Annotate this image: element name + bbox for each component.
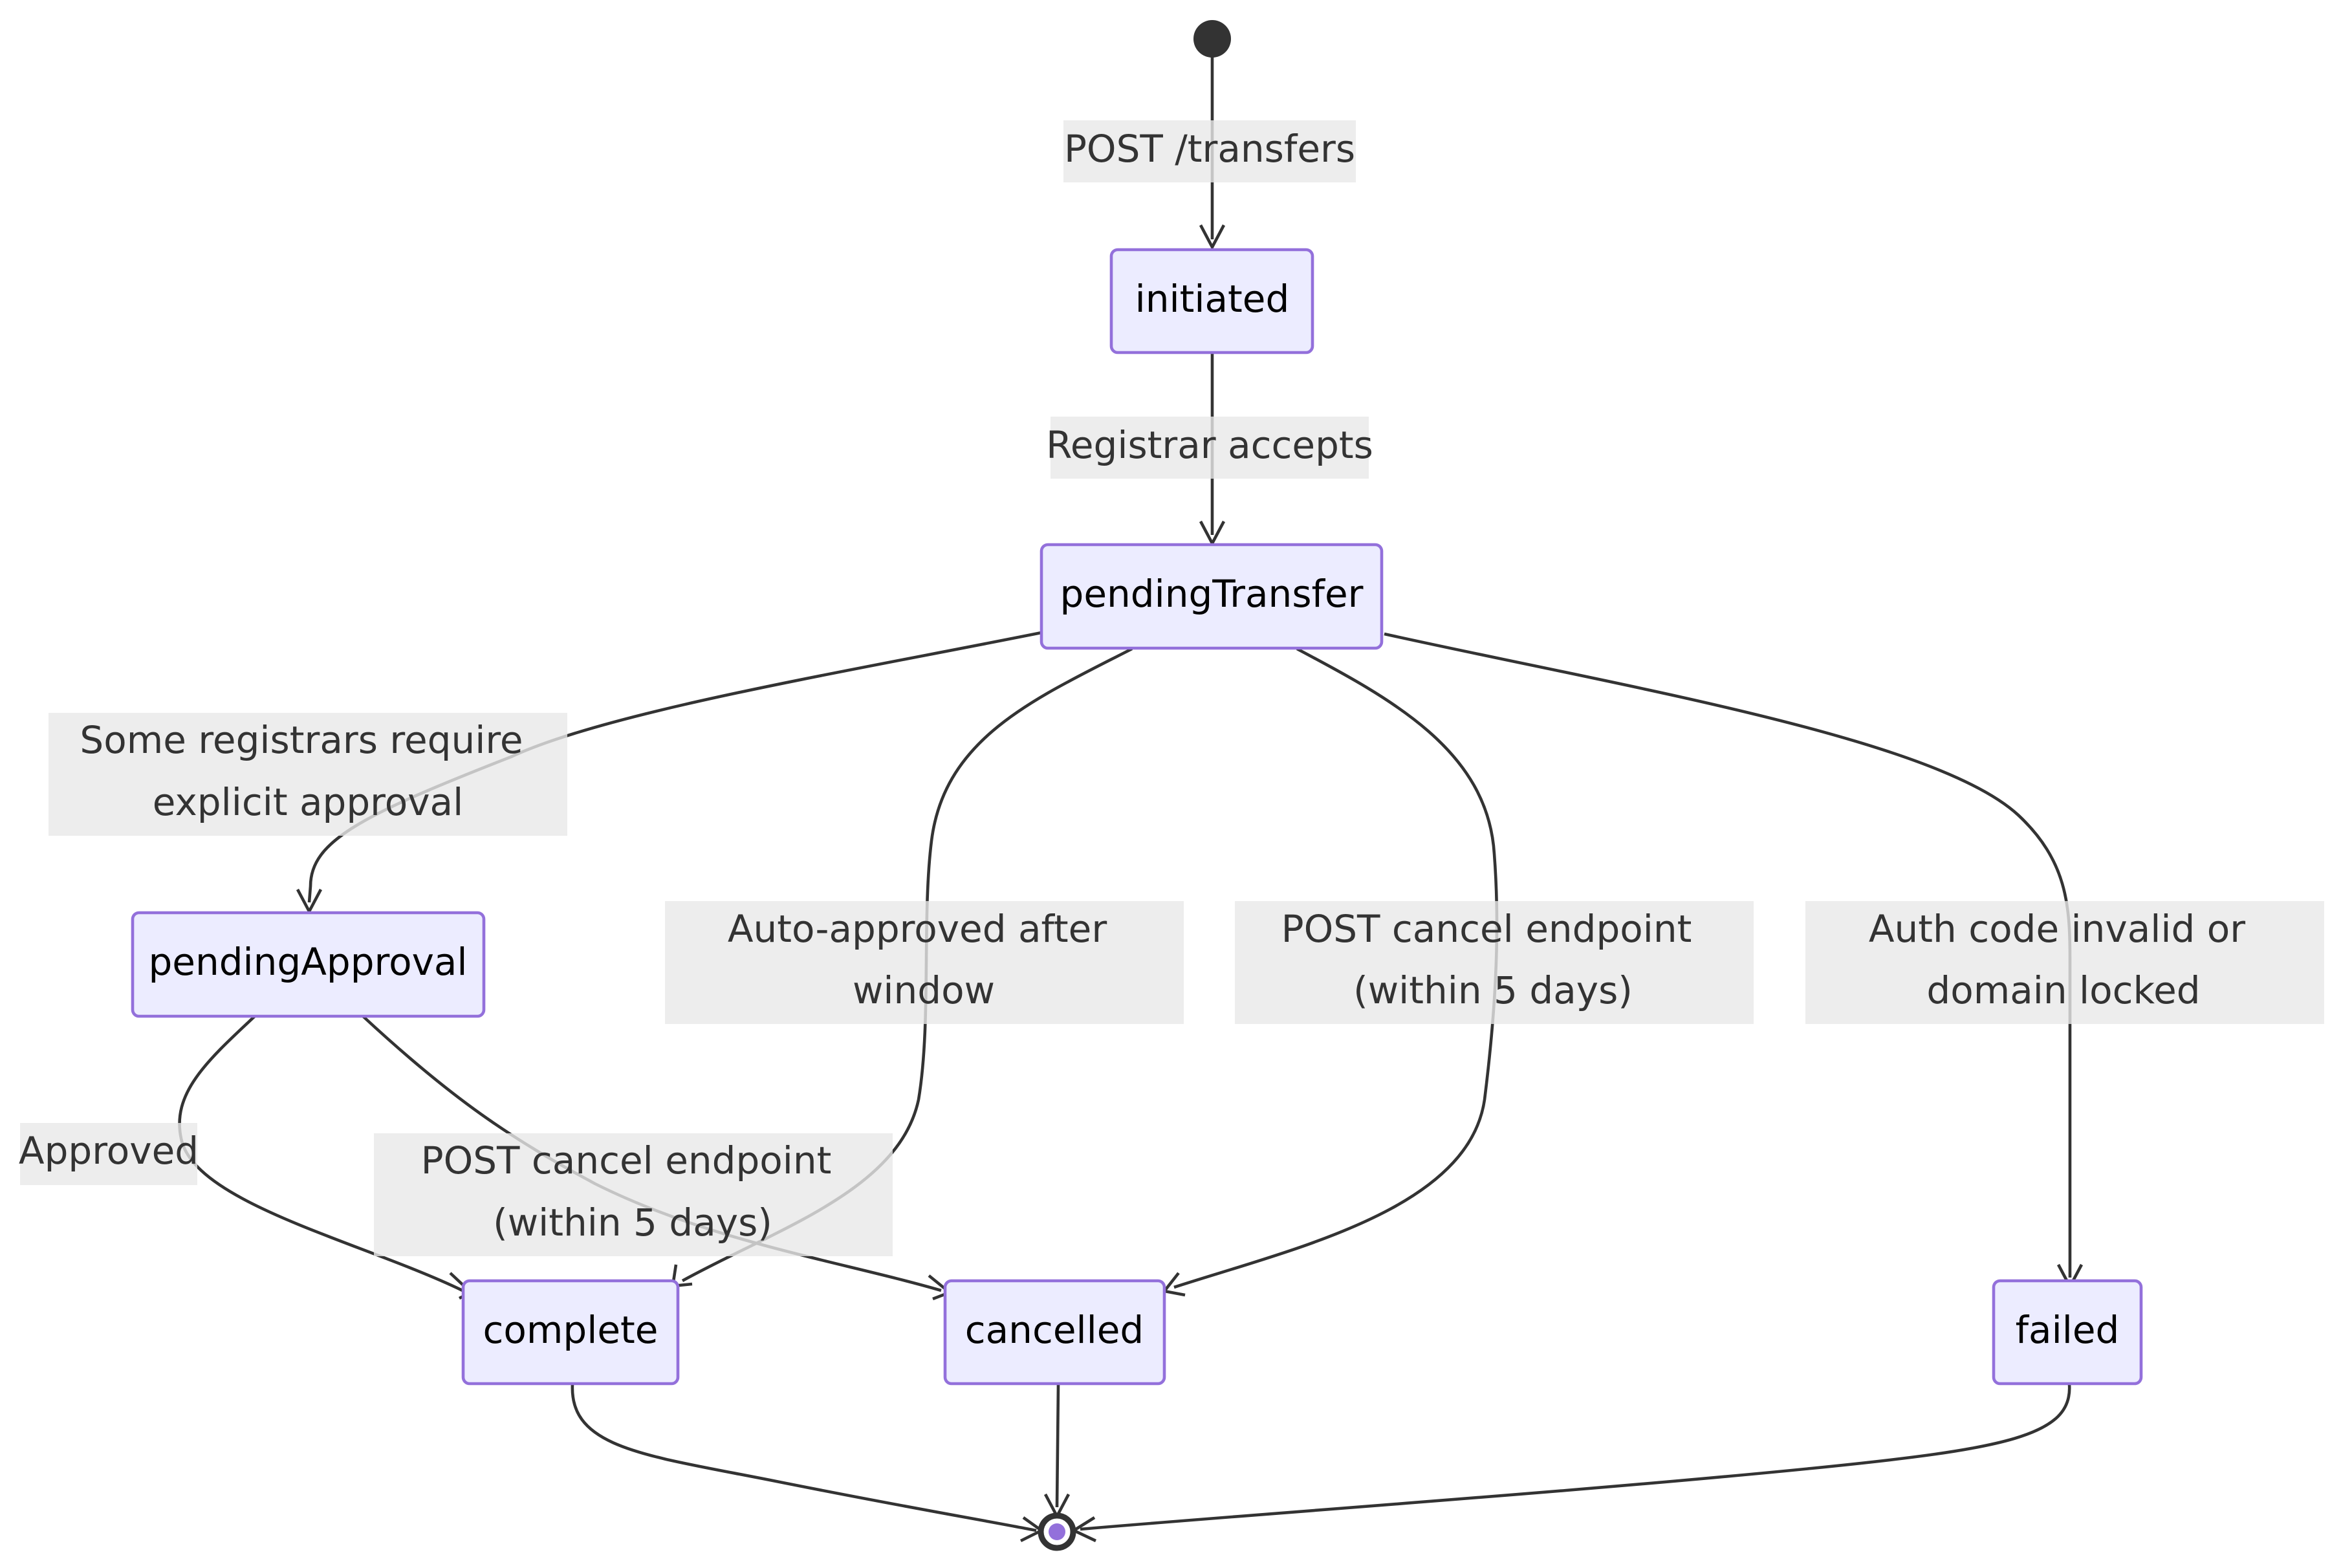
state-failed[interactable]: failed: [1992, 1279, 2143, 1386]
svg-text:(within 5 days): (within 5 days): [1353, 968, 1633, 1012]
svg-text:Approved: Approved: [19, 1129, 199, 1173]
edge-pendingtransfer-to-failed: [1384, 632, 2072, 1278]
svg-text:Auto-approved after: Auto-approved after: [728, 907, 1107, 951]
svg-text:window: window: [853, 968, 995, 1012]
label-auth-code-invalid: Auth code invalid or domain locked: [1805, 901, 2324, 1024]
start-state-dot: [1193, 20, 1231, 58]
state-label: pendingTransfer: [1060, 572, 1364, 616]
label-post-transfers: POST /transfers: [1063, 120, 1356, 182]
state-label: initiated: [1135, 277, 1290, 321]
state-complete[interactable]: complete: [461, 1279, 680, 1386]
svg-text:domain locked: domain locked: [1926, 968, 2200, 1012]
label-explicit-approval: Some registrars require explicit approva…: [49, 713, 567, 836]
svg-text:Auth code invalid or: Auth code invalid or: [1869, 907, 2245, 951]
state-cancelled[interactable]: cancelled: [943, 1279, 1166, 1386]
label-post-cancel-pendingtransfer: POST cancel endpoint (within 5 days): [1235, 901, 1754, 1024]
state-pendingapproval[interactable]: pendingApproval: [131, 911, 486, 1018]
svg-text:POST /transfers: POST /transfers: [1064, 127, 1355, 171]
state-label: pendingApproval: [148, 940, 467, 984]
edge-cancelled-to-end: [1055, 1384, 1060, 1508]
svg-text:(within 5 days): (within 5 days): [493, 1201, 772, 1245]
end-state-marker: [1038, 1512, 1076, 1551]
svg-text:explicit approval: explicit approval: [153, 780, 463, 824]
label-registrar-accepts: Registrar accepts: [1046, 417, 1373, 479]
label-auto-approved: Auto-approved after window: [665, 901, 1184, 1024]
svg-text:POST cancel endpoint: POST cancel endpoint: [1281, 907, 1692, 951]
state-label: complete: [483, 1308, 659, 1352]
state-label: failed: [2016, 1308, 2120, 1352]
svg-text:POST cancel endpoint: POST cancel endpoint: [421, 1138, 832, 1182]
svg-text:Registrar accepts: Registrar accepts: [1046, 423, 1373, 467]
label-post-cancel-pendingapproval: POST cancel endpoint (within 5 days): [374, 1133, 893, 1256]
state-label: cancelled: [965, 1308, 1144, 1352]
transition-labels-layer: POST /transfers Registrar accepts Some r…: [19, 120, 2324, 1256]
arrowhead-initiated: [1199, 224, 1226, 250]
svg-text:Some registrars require: Some registrars require: [80, 718, 523, 762]
edge-complete-to-end: [571, 1384, 1037, 1532]
state-pendingtransfer[interactable]: pendingTransfer: [1040, 543, 1384, 650]
state-initiated[interactable]: initiated: [1109, 248, 1314, 354]
label-approved: Approved: [19, 1123, 199, 1185]
states-layer: initiated pendingTransfer pendingApprova…: [131, 248, 2143, 1386]
edge-failed-to-end: [1080, 1384, 2071, 1531]
